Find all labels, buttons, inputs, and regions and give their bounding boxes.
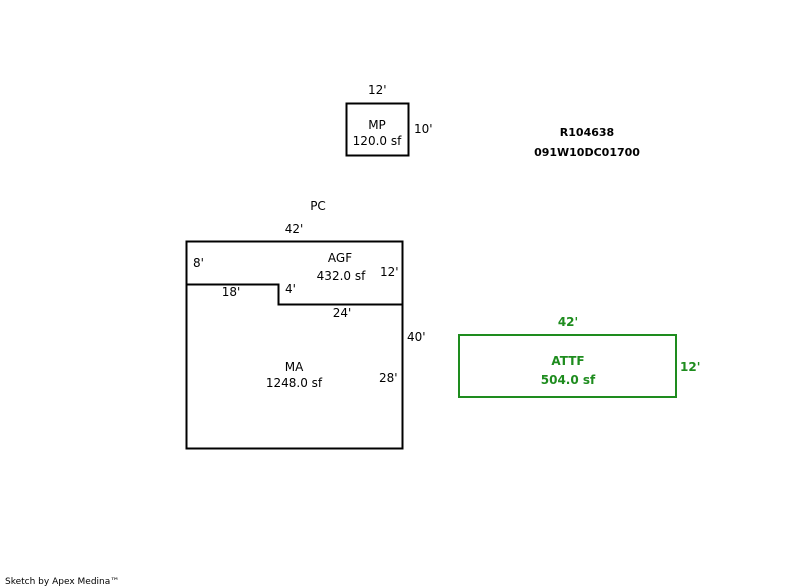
attf-top-dim: 42' [558, 315, 578, 329]
attf-label: ATTF [551, 354, 584, 368]
ma-area: 1248.0 sf [266, 376, 323, 390]
agf-area: 432.0 sf [317, 269, 366, 283]
mp-right-dim: 10' [414, 122, 433, 136]
attf-area: 504.0 sf [541, 373, 596, 387]
mp-top-dim: 12' [368, 83, 387, 97]
attf-outline [458, 334, 677, 398]
agf-step-dim: 4' [285, 282, 296, 296]
mp-outline [345, 102, 410, 157]
parcel-id: R104638 [560, 126, 614, 139]
agf-bottom-left-dim: 18' [222, 285, 241, 299]
ma-right-inner-dim: 28' [379, 371, 398, 385]
mp-area: 120.0 sf [353, 134, 402, 148]
attf-right-dim: 12' [680, 360, 700, 374]
mp-label: MP [368, 118, 386, 132]
agf-right-dim: 12' [380, 265, 399, 279]
agf-label: AGF [328, 251, 352, 265]
pc-label: PC [310, 199, 326, 213]
footer-credit: Sketch by Apex Medina™ [5, 577, 119, 587]
agf-left-dim: 8' [193, 256, 204, 270]
main-outline [185, 240, 404, 450]
agf-bottom-right-dim: 24' [333, 306, 352, 320]
ma-label: MA [285, 360, 304, 374]
agf-top-dim: 42' [285, 222, 304, 236]
parcel-map-number: 091W10DC01700 [534, 146, 640, 159]
agf-ma-divider [186, 283, 403, 306]
ma-right-total-dim: 40' [407, 330, 426, 344]
